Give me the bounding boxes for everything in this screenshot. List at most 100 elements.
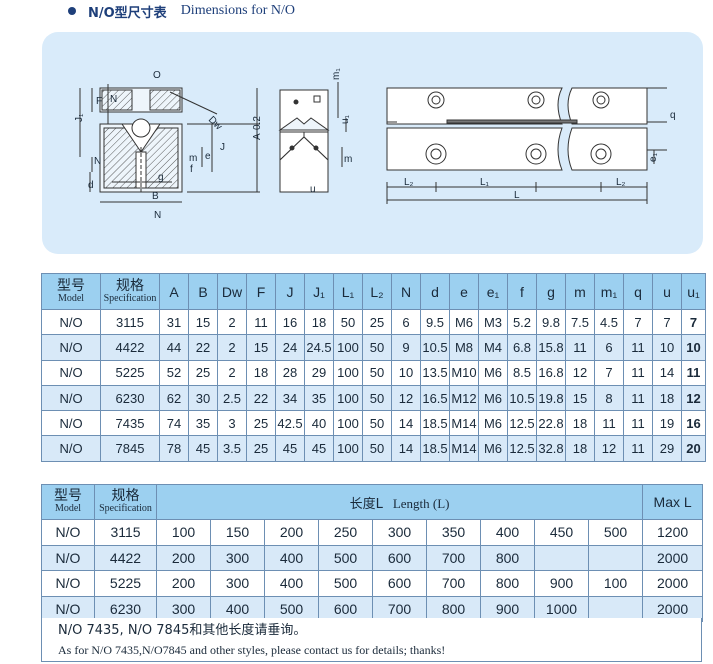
spec-table-cell: 10 <box>652 334 682 361</box>
spec-table-cell: 45 <box>188 435 218 462</box>
length-value-cell: 700 <box>372 595 427 622</box>
spec-table-cell: M14 <box>449 410 479 437</box>
spec-table-cell: 42.5 <box>275 410 305 437</box>
spec-table-cell: 11 <box>594 410 624 437</box>
length-value-cell <box>587 544 644 571</box>
spec-table-cell: 18 <box>565 435 595 462</box>
spec-column-header: f <box>507 273 537 310</box>
spec-table-cell: 14 <box>652 359 682 386</box>
length-value-cell: 150 <box>210 519 265 546</box>
label-L2-left: L₂ <box>404 177 414 188</box>
spec-table-cell: 25 <box>362 308 392 336</box>
spec-table-cell: 22 <box>188 334 218 361</box>
spec-table-cell: M6 <box>449 308 479 336</box>
spec-table-cell: 15 <box>565 384 595 412</box>
spec-table-cell: 24.5 <box>304 334 334 361</box>
length-value-cell: 1000 <box>534 595 589 622</box>
length-value-cell: 800 <box>480 570 535 597</box>
spec-table-cell: 25 <box>246 435 276 462</box>
label-L2-right: L₂ <box>616 177 626 188</box>
label-m1: m₁ <box>331 68 342 80</box>
spec-table-cell: 5.2 <box>507 308 537 336</box>
spec-table-cell: 3115 <box>100 308 160 336</box>
spec-table-cell: 100 <box>333 410 363 437</box>
length-model-header: 型号 Model <box>41 484 95 520</box>
spec-column-header: J₁ <box>304 273 334 310</box>
spec-table-cell: 2 <box>217 308 247 336</box>
spec-table-cell: 7.5 <box>565 308 595 336</box>
spec-table-cell: 11 <box>246 308 276 336</box>
spec-table-cell: 3.5 <box>217 435 247 462</box>
spec-table-cell: M12 <box>449 384 479 412</box>
length-model-cell: N/O <box>41 519 95 546</box>
spec-table-cell: M14 <box>449 435 479 462</box>
spec-table-cell: 16 <box>275 308 305 336</box>
spec-table-cell: 10.5 <box>420 334 450 361</box>
spec-table-cell: 11 <box>623 334 653 361</box>
length-spec-cell: 4422 <box>94 544 157 571</box>
spec-column-header: L₁ <box>333 273 363 310</box>
length-value-cell: 900 <box>480 595 535 622</box>
spec-table-cell: N/O <box>41 359 101 386</box>
length-model-cell: N/O <box>41 544 95 571</box>
length-value-cell: 600 <box>372 544 427 571</box>
length-value-cell: 100 <box>587 570 644 597</box>
spec-table-cell: 16 <box>681 410 706 437</box>
spec-table-cell: N/O <box>41 384 101 412</box>
max-length-cell: 2000 <box>642 544 704 571</box>
spec-column-header: u <box>652 273 682 310</box>
spec-table-cell: N/O <box>41 308 101 336</box>
label-m-left: m <box>189 153 197 164</box>
spec-table-cell: 50 <box>333 308 363 336</box>
spec-table-cell: M8 <box>449 334 479 361</box>
spec-table-cell: 12 <box>391 384 421 412</box>
spec-column-header: m₁ <box>594 273 624 310</box>
spec-column-header: A <box>159 273 189 310</box>
label-N-mid: N <box>94 156 101 167</box>
spec-table-cell: 18 <box>565 410 595 437</box>
label-u1: u₁ <box>340 114 351 124</box>
spec-table-cell: N/O <box>41 435 101 462</box>
spec-table-cell: 62 <box>159 384 189 412</box>
spec-table-cell: 6.8 <box>507 334 537 361</box>
technical-drawing-panel: O N J₁ F Dw A-0.2 J m e f N g d B N <box>42 32 703 254</box>
spec-table-cell: 32.8 <box>536 435 566 462</box>
max-length-cell: 2000 <box>642 595 704 622</box>
spec-table-cell: 100 <box>333 435 363 462</box>
spec-table-cell: 40 <box>304 410 334 437</box>
spec-table-cell: 7435 <box>100 410 160 437</box>
spec-table-cell: 29 <box>304 359 334 386</box>
spec-table-cell: N/O <box>41 410 101 437</box>
label-e1: e₁ <box>648 152 659 162</box>
section-view <box>79 84 260 203</box>
length-value-cell: 500 <box>587 519 644 546</box>
spec-table-cell: 78 <box>159 435 189 462</box>
length-value-cell <box>534 544 589 571</box>
spec-table-cell: 29 <box>652 435 682 462</box>
spec-table-cell: 12.5 <box>507 410 537 437</box>
max-length-cell: 2000 <box>642 570 704 597</box>
spec-table-cell: 74 <box>159 410 189 437</box>
length-value-cell: 300 <box>210 544 265 571</box>
spec-table-cell: 25 <box>188 359 218 386</box>
spec-table-cell: 7 <box>681 308 706 336</box>
spec-table-cell: 25 <box>246 410 276 437</box>
length-value-cell: 600 <box>318 595 373 622</box>
spec-column-header: e₁ <box>478 273 508 310</box>
spec-table-cell: 15 <box>246 334 276 361</box>
spec-table-cell: 7 <box>594 359 624 386</box>
max-length-header: Max L <box>642 484 704 520</box>
spec-table-cell: 2 <box>217 334 247 361</box>
label-F: F <box>96 96 102 107</box>
label-L: L <box>514 190 520 201</box>
